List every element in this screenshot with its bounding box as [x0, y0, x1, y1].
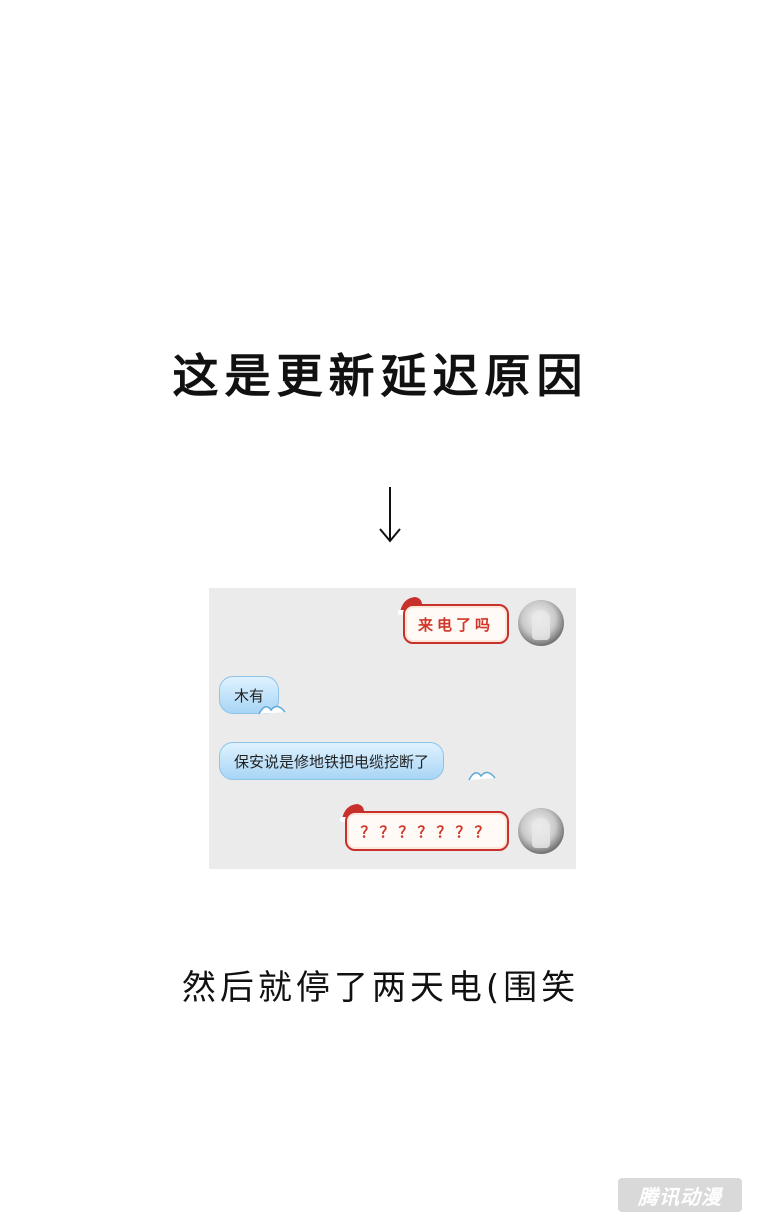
caption-text: 然后就停了两天电(围笑 — [181, 968, 580, 1008]
message-bubble-3: 保安说是修地铁把电缆挖断了 — [219, 742, 445, 780]
message-bubble-1: 来电了吗 — [403, 604, 509, 644]
message-text-2: 木有 — [234, 686, 265, 705]
wave-icon — [258, 705, 286, 715]
avatar-icon — [518, 600, 564, 646]
message-text-1: 来电了吗 — [417, 615, 494, 634]
message-text-3: 保安说是修地铁把电缆挖断了 — [234, 752, 430, 771]
chat-screenshot: 来电了吗 木有 保安说是修地铁把电缆挖断了 ？？？？？？？ — [209, 588, 576, 869]
message-text-4: ？？？？？？？ — [360, 822, 494, 841]
watermark-logo: 腾讯动漫 — [618, 1178, 742, 1212]
message-bubble-2: 木有 — [219, 676, 280, 714]
wave-icon — [468, 771, 496, 781]
avatar-icon — [518, 808, 564, 854]
headline-text: 这是更新延迟原因 — [172, 349, 589, 403]
message-bubble-4: ？？？？？？？ — [345, 811, 509, 851]
down-arrow-icon — [379, 487, 401, 543]
